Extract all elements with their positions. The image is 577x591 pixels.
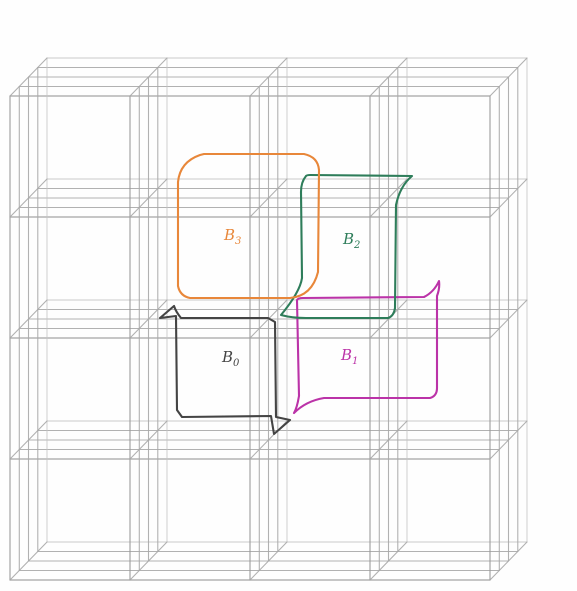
block-b3-outline <box>178 154 319 298</box>
block-b1-outline <box>294 281 439 413</box>
block-b0-label: B0 <box>221 348 240 369</box>
block-b1-label: B1 <box>340 346 358 367</box>
block-b0-outline <box>160 306 290 434</box>
block-b3-label: B3 <box>223 226 241 247</box>
block-b2-label: B2 <box>342 230 360 251</box>
block-b1: B1 <box>294 281 439 413</box>
block-b3: B3 <box>178 154 319 298</box>
block-b0: B0 <box>160 306 290 434</box>
